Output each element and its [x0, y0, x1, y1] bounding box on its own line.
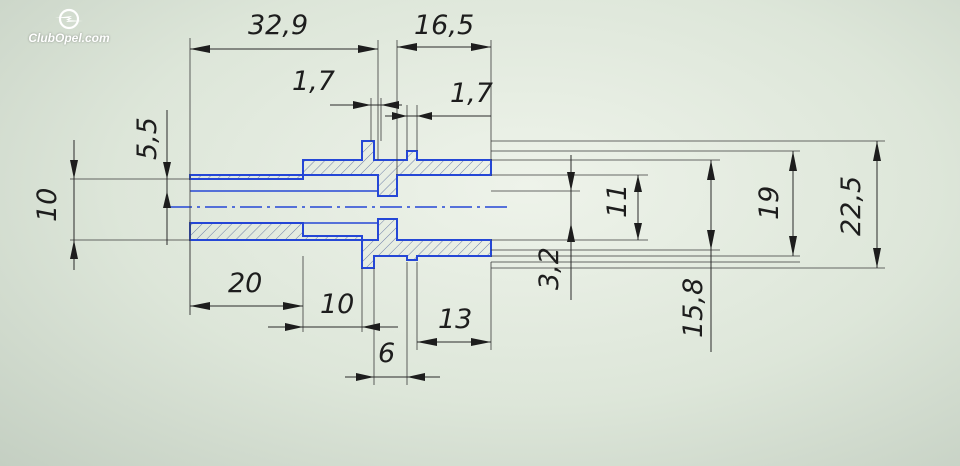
dim-label-15-8: 15,8	[678, 278, 709, 338]
logo-text: ClubOpel.com	[28, 31, 110, 45]
dim-label-22-5: 22,5	[836, 176, 867, 236]
clubopel-logo: ClubOpel.com	[14, 8, 124, 58]
dim-22-5-line	[873, 141, 881, 268]
dim-6-line	[345, 373, 440, 381]
dim-label-1-7-left: 1,7	[292, 66, 335, 97]
dim-label-32-9: 32,9	[248, 10, 308, 41]
part-lower-section	[189, 218, 492, 269]
dim-11-line	[634, 175, 642, 240]
dim-label-1-7-right: 1,7	[450, 78, 493, 109]
dim-1-7-left-line	[330, 101, 402, 109]
dim-13-line	[417, 338, 491, 346]
dim-3-2-line	[567, 155, 575, 300]
dim-16-5-line	[397, 43, 491, 51]
dim-label-3-2: 3,2	[534, 247, 565, 290]
dim-label-10-left: 10	[32, 188, 63, 222]
dim-label-11: 11	[602, 184, 633, 218]
dim-label-10-bottom: 10	[320, 289, 354, 320]
dim-32-9-line	[190, 45, 378, 53]
dim-1-7-right-line	[385, 112, 491, 120]
dim-5-5-line	[163, 110, 171, 245]
dim-10-bottom-line	[268, 323, 398, 331]
dim-19-line	[789, 151, 797, 256]
part-upper-section	[189, 140, 492, 197]
dim-label-19: 19	[754, 186, 785, 220]
dim-label-16-5: 16,5	[414, 10, 474, 41]
dim-label-6: 6	[378, 338, 395, 369]
dim-20-line	[190, 302, 303, 310]
opel-emblem-icon	[55, 8, 83, 30]
part-upper-bore	[190, 160, 304, 180]
dim-15-8-line	[707, 160, 715, 352]
dim-label-13: 13	[438, 304, 472, 335]
dim-10-left-line	[70, 140, 78, 270]
dim-label-20: 20	[228, 268, 262, 299]
dim-label-5-5: 5,5	[132, 117, 163, 160]
